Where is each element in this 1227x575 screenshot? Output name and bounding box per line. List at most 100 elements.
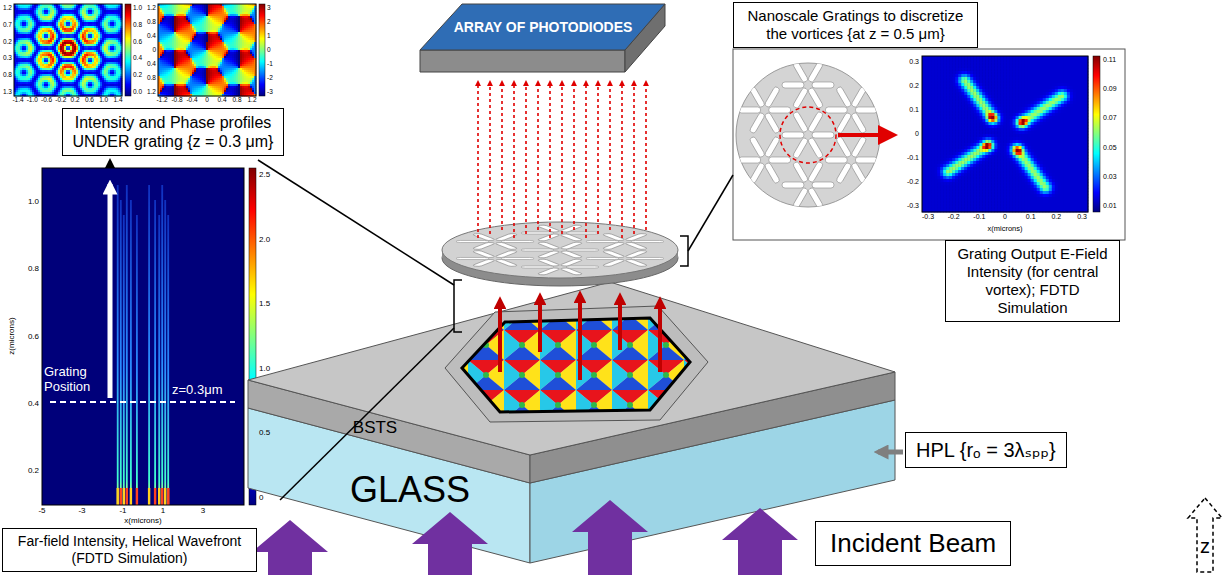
plot-cell <box>90 16 92 18</box>
plot-cell <box>52 32 54 34</box>
plot-cell <box>16 42 18 44</box>
plot-cell <box>70 20 72 22</box>
plot-cell <box>68 38 70 40</box>
plot-cell <box>108 38 110 40</box>
plot-cell <box>48 60 50 62</box>
plot-cell <box>56 38 58 40</box>
plot-cell <box>108 10 110 12</box>
plot-cell <box>26 54 28 56</box>
plot-cell <box>102 50 104 52</box>
plot-cell <box>36 72 38 74</box>
plot-cell <box>100 52 102 54</box>
plot-cell <box>46 36 48 38</box>
plot-cell <box>110 8 112 10</box>
plot-cell <box>68 18 70 20</box>
plot-cell <box>60 36 62 38</box>
plot-cell <box>80 62 82 64</box>
plot-cell <box>106 14 108 16</box>
plot-cell <box>20 70 22 72</box>
plot-cell <box>28 30 30 32</box>
plot-cell <box>116 48 118 50</box>
plot-cell <box>24 58 26 60</box>
plot-cell <box>52 30 54 32</box>
plot-cell <box>80 10 82 12</box>
plot-cell <box>22 14 24 16</box>
plot-cell <box>108 32 110 34</box>
plot-cell <box>118 70 120 72</box>
plot-cell <box>94 44 96 46</box>
plot-cell <box>98 44 100 46</box>
plot-cell <box>72 58 74 60</box>
plot-cell <box>88 66 90 68</box>
plot-cell <box>66 60 68 62</box>
plot-cell <box>30 38 32 40</box>
plot-cell <box>76 12 78 14</box>
plot-cell <box>74 50 76 52</box>
plot-cell <box>30 22 32 24</box>
plot-cell <box>88 44 90 46</box>
plot-cell <box>38 54 40 56</box>
plot-cell <box>96 56 98 58</box>
plot-cell <box>68 42 70 44</box>
plot-cell <box>104 40 106 42</box>
plot-cell <box>38 70 40 72</box>
plot-cell <box>82 28 84 30</box>
plot-cell <box>110 56 112 58</box>
plot-cell <box>92 24 94 26</box>
plot-cell <box>88 62 90 64</box>
plot-cell <box>22 46 24 48</box>
plot-cell <box>60 62 62 64</box>
plot-cell <box>86 14 88 16</box>
plot-cell <box>70 56 72 58</box>
plot-cell <box>82 54 84 56</box>
plot-cell <box>114 30 116 32</box>
plot-cell <box>34 26 36 28</box>
plot-cell <box>16 6 18 8</box>
plot-cell <box>88 26 90 28</box>
plot-cell <box>88 24 90 26</box>
plot-cell <box>66 62 68 64</box>
plot-cell <box>50 22 52 24</box>
plot-cell <box>64 62 66 64</box>
plot-cell <box>108 56 110 58</box>
plot-cell <box>112 58 114 60</box>
plot-cell <box>56 72 58 74</box>
plot-cell <box>62 56 64 58</box>
plot-cell <box>24 36 26 38</box>
plot-cell <box>34 54 36 56</box>
plot-cell <box>22 58 24 60</box>
plot-cell <box>30 32 32 34</box>
plot-cell <box>42 70 44 72</box>
plot-cell <box>118 62 120 64</box>
plot-cell <box>90 66 92 68</box>
plot-cell <box>110 44 112 46</box>
plot-cell <box>96 44 98 46</box>
plot-cell <box>68 70 70 72</box>
plot-cell <box>110 38 112 40</box>
plot-cell <box>78 58 80 60</box>
plot-cell <box>34 40 36 42</box>
plot-cell <box>106 52 108 54</box>
plot-cell <box>118 48 120 50</box>
plot-cell <box>42 64 44 66</box>
plot-cell <box>78 38 80 40</box>
plot-cell <box>32 76 34 78</box>
plot-cell <box>64 30 66 32</box>
plot-cell <box>56 50 58 52</box>
plot-cell <box>38 12 40 14</box>
plot-cell <box>78 60 80 62</box>
plot-cell <box>18 44 20 46</box>
plot-cell <box>108 64 110 66</box>
plot-cell <box>46 32 48 34</box>
plot-cell <box>84 34 86 36</box>
plot-cell <box>70 32 72 34</box>
plot-cell <box>34 74 36 76</box>
plot-cell <box>102 26 104 28</box>
plot-cell <box>118 40 120 42</box>
plot-cell <box>66 66 68 68</box>
plot-cell <box>84 74 86 76</box>
plot-cell <box>92 34 94 36</box>
plot-cell <box>84 58 86 60</box>
plot-cell <box>92 54 94 56</box>
plot-cell <box>30 36 32 38</box>
